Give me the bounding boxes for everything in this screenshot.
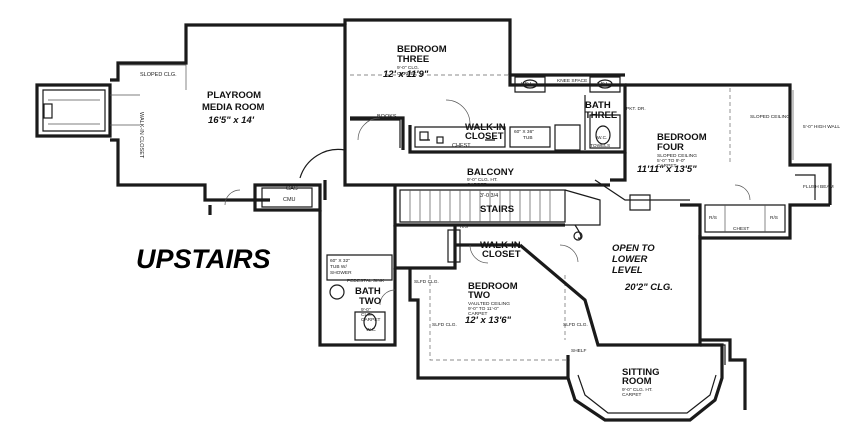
open-to-lower-label-2: LOWER xyxy=(612,254,647,265)
bedroom-two-note-3: CARPET xyxy=(468,311,488,317)
bath-two-note-2: CLG. xyxy=(361,312,372,318)
balcony-note: 9'-0" CLG. HT. xyxy=(467,177,498,183)
bath-three-wc: W.C. xyxy=(597,135,607,141)
gas-cmu xyxy=(224,183,322,212)
stairs-dim: 3'-0 3/4 xyxy=(480,193,498,199)
sitting-room-note-2: CARPET xyxy=(622,392,642,398)
balcony-note-2: CARPET xyxy=(467,182,487,188)
sitting-room-walls xyxy=(566,338,747,422)
closet-lower-label: WALK-IN xyxy=(480,240,521,251)
open-to-lower-label-3: LEVEL xyxy=(612,265,643,276)
bedroom-four-sloped: SLOPED CEILING xyxy=(750,114,790,120)
sitting-room-label-2: ROOM xyxy=(622,376,652,387)
bedroom-three-note-2: CARPET xyxy=(397,71,417,77)
bedroom-two-dim: 12' x 13'6" xyxy=(465,315,511,326)
bath-two-tub-2: TUB W/ xyxy=(330,264,347,270)
left-closet-label: WALK-IN CLOSET xyxy=(138,112,144,159)
bedroom-four-wall: 5'-0" HIGH WALL xyxy=(803,124,840,130)
closet-mid-chest: CHEST xyxy=(452,143,471,149)
bedroom-four-walls xyxy=(610,83,832,240)
playroom-label: PLAYROOM xyxy=(207,90,261,101)
plan-title: UPSTAIRS xyxy=(136,244,271,274)
slfd-3: SLFD CLG. xyxy=(563,322,588,328)
closet-lower-label-2: CLOSET xyxy=(482,249,521,260)
open-to-lower-dim: 20'2" CLG. xyxy=(624,282,673,293)
lav-2: LAV. xyxy=(597,82,608,88)
playroom-label-2: MEDIA ROOM xyxy=(202,102,265,113)
bedroom-three-walls xyxy=(343,18,512,150)
bath-three-label: BATH xyxy=(585,100,611,111)
open-to-lower-label: OPEN TO xyxy=(612,243,655,254)
closet-lower-rs: R/S xyxy=(460,224,468,230)
closet-mid-label: WALK-IN xyxy=(465,122,506,133)
bath-two-wc: W.C. xyxy=(366,327,376,333)
bath-two-walls xyxy=(318,210,397,347)
pedestal-sink: PEDESTAL SINK xyxy=(347,278,385,284)
left-bumpout xyxy=(35,83,112,138)
bedroom-two-note: VAULTED CEILING xyxy=(468,301,510,307)
tub-label: 60" X 36" xyxy=(514,129,534,135)
closet-mid-label-2: CLOSET xyxy=(465,131,504,142)
sitting-room-note: 9'-0" CLG. HT. xyxy=(622,387,653,393)
books-label: BOOKS xyxy=(377,114,397,120)
stairs-block xyxy=(343,178,690,241)
tub-label-2: TUB xyxy=(523,135,533,141)
playroom-dim: 16'5" x 14' xyxy=(208,115,255,126)
playroom-note: SLOPED CLG. xyxy=(140,72,177,78)
bedroom-four-label: BEDROOM xyxy=(657,132,707,143)
bath-two-tub-3: SHOWER xyxy=(330,270,352,276)
bedroom-two-walls xyxy=(408,235,702,380)
bedroom-four-dim: 11'11" x 13'5" xyxy=(637,164,697,175)
rs-1: R/S xyxy=(709,215,717,221)
bath-two-tub: 60" X 32" xyxy=(330,258,350,264)
stairs-label: STAIRS xyxy=(480,204,514,215)
bedroom-four-label-2: FOUR xyxy=(657,142,684,153)
bedroom-four-note-3: CARPET xyxy=(657,163,677,169)
flush-beam: FLUSH BEAM xyxy=(803,184,834,190)
sitting-room-label: SITTING xyxy=(622,367,659,378)
bath-three-label-2: THREE xyxy=(585,110,617,121)
bath-two-note-3: CARPET xyxy=(361,317,381,323)
bedroom-four-chest: CHEST xyxy=(733,226,749,232)
bedroom-three-dim: 12' x 11'9" xyxy=(383,69,429,80)
balcony-label: BALCONY xyxy=(467,167,515,178)
cmu-label: CMU xyxy=(283,197,296,203)
bedroom-three-note: 9'-0" CLG. xyxy=(397,65,419,71)
rs-2: R/S xyxy=(770,215,778,221)
bath-two-label: BATH xyxy=(355,286,381,297)
lower-closet xyxy=(393,225,520,270)
lav-1: LAV. xyxy=(521,82,532,88)
slfd-2: SLFD CLG. xyxy=(432,322,457,328)
slfd-1: SLFD CLG. xyxy=(414,279,439,285)
sitting-room-shelf: SHELF xyxy=(571,348,587,354)
bedroom-three-label: BEDROOM xyxy=(397,44,447,55)
knee-space: KNEE SPACE xyxy=(557,78,587,84)
bath-three-fixtures xyxy=(514,76,621,150)
bath-two-label-2: TWO xyxy=(359,296,381,307)
bedroom-two-label: BEDROOM xyxy=(468,281,518,292)
gas-label: GAS xyxy=(286,186,298,192)
bedroom-three-label-2: THREE xyxy=(397,54,429,65)
towels: TOWELS xyxy=(590,143,610,149)
bedroom-two-label-2: TWO xyxy=(468,290,490,301)
pkt-door: PKT. DR. xyxy=(626,106,646,112)
bedroom-four-note: SLOPED CEILING xyxy=(657,153,697,159)
bedroom-two-note-2: 9'-0" TO 11'-0" xyxy=(468,306,499,312)
bath-two-note: 9'-0" xyxy=(361,307,371,313)
bedroom-four-note-2: 5'-0" TO 9'-0" xyxy=(657,158,686,164)
